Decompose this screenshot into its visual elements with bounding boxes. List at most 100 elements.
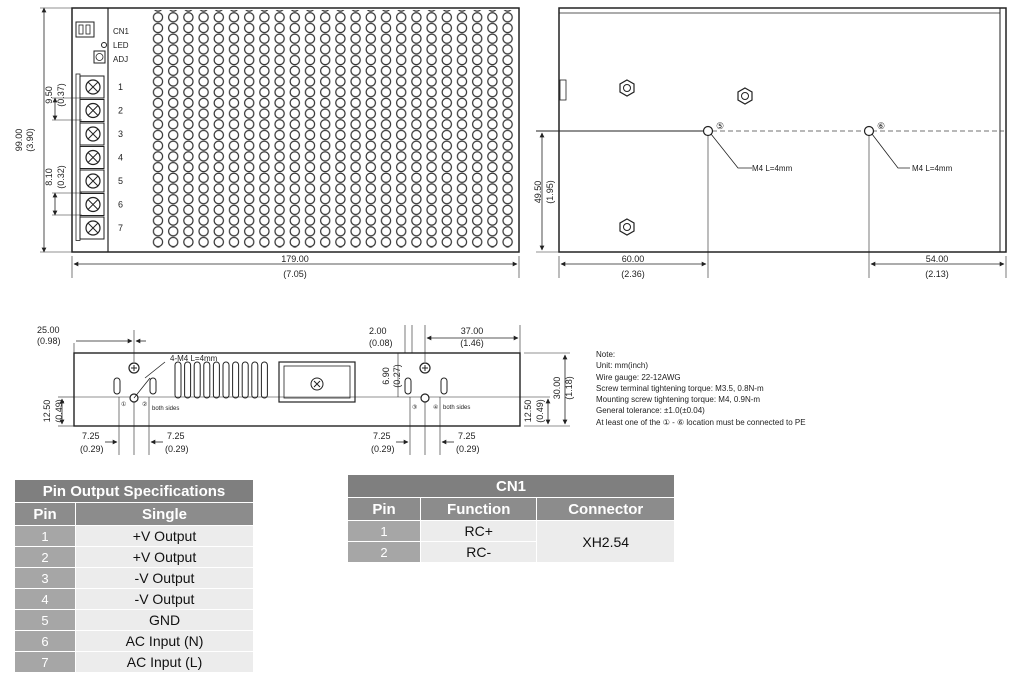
- housing-outline: [71, 7, 520, 253]
- led-label: LED: [113, 41, 129, 50]
- cn1-label: CN1: [113, 27, 130, 36]
- dim-725-c: 7.25: [373, 431, 391, 441]
- screw-cross: [87, 152, 99, 163]
- adj-label: ADJ: [113, 55, 128, 64]
- vent-slot: [212, 361, 220, 399]
- dim-1250-right-inch: (0.49): [535, 399, 545, 423]
- side-vent-slots: [113, 361, 448, 399]
- pin-number: 1: [14, 525, 76, 547]
- marker-2: ②: [142, 401, 147, 408]
- dim-725-d-inch: (0.29): [456, 444, 480, 454]
- cn1-table-title: CN1: [347, 474, 675, 498]
- pin-function: AC Input (N): [75, 630, 254, 652]
- notes: Note: Unit: mm(inch) Wire gauge: 22-12AW…: [596, 349, 806, 428]
- vent-slot: [222, 361, 230, 399]
- pin-function: +V Output: [75, 525, 254, 547]
- dim-width-179-inch: (7.05): [283, 269, 307, 279]
- screw-cross: [87, 175, 99, 187]
- pin-function: +V Output: [75, 546, 254, 568]
- pin-function: -V Output: [75, 567, 254, 589]
- cn1-function: RC+: [419, 520, 538, 542]
- dim-width-179: 179.00: [281, 254, 309, 264]
- pin-table-header-pin: Pin: [14, 502, 76, 526]
- vent-slot: [113, 377, 121, 395]
- cn1-pin: 2: [347, 541, 421, 563]
- vent-slot: [193, 361, 201, 399]
- dim-pitch-810-inch: (0.32): [56, 165, 66, 189]
- both-sides-left: both sides: [152, 406, 179, 412]
- dim-30-inch: (1.18): [564, 376, 574, 400]
- table-row: 1+V Output: [14, 525, 254, 547]
- both-sides-right: both sides: [443, 405, 470, 411]
- pin-number: 7: [14, 651, 76, 673]
- note-line: Unit: mm(inch): [596, 361, 649, 371]
- screw-cross: [87, 81, 99, 93]
- mount-hole-6: [863, 125, 875, 137]
- dim-725-c-inch: (0.29): [371, 444, 395, 454]
- hole-spec-right: M4 L=4mm: [912, 164, 953, 173]
- mount-hole-left-upper: [128, 362, 140, 374]
- dim-54-inch: (2.13): [925, 269, 949, 279]
- pin-table-title: Pin Output Specifications: [14, 479, 254, 503]
- vent-slot: [203, 361, 211, 399]
- dim-725-b: 7.25: [167, 431, 185, 441]
- note-line: Mounting screw tightening torque: M4, 0.…: [596, 395, 761, 405]
- terminal-rail: [75, 73, 81, 241]
- pin-output-table: Pin Output Specifications Pin Single 1+V…: [14, 479, 254, 673]
- pin-function: -V Output: [75, 588, 254, 610]
- terminal-pin-label: 7: [118, 223, 123, 233]
- terminal-screw: [85, 173, 101, 189]
- cn1-header-function: Function: [419, 497, 538, 521]
- vent-holes: [150, 10, 516, 248]
- cn1-connector: XH2.54: [536, 520, 675, 563]
- rear-view: ⑤ ⑥ M4 L=4mm M4 L=4mm 49.50 (1.95) 60.00…: [533, 7, 1007, 279]
- dim-pitch-810: 8.10: [44, 168, 54, 186]
- nut-1: [619, 79, 635, 97]
- dim-60: 60.00: [622, 254, 645, 264]
- dim-4950: 49.50: [533, 181, 543, 204]
- side-view: 4-M4 L=4mm ① ② both sides ③ ④ both sides…: [37, 325, 574, 455]
- pin-table-header-single: Single: [75, 502, 254, 526]
- marker-5: ⑤: [716, 121, 724, 131]
- dim-725-a-inch: (0.29): [80, 444, 104, 454]
- terminal-screw: [85, 126, 101, 142]
- vent-slot: [440, 377, 448, 395]
- dim-725-a: 7.25: [82, 431, 100, 441]
- screw-cross: [87, 105, 99, 116]
- terminal-screw: [85, 102, 101, 119]
- dim-690: 6.90: [381, 367, 391, 385]
- terminal-pin-label: 4: [118, 153, 123, 163]
- dim-pitch-950-inch: (0.37): [56, 83, 66, 107]
- marker-4: ④: [433, 404, 438, 411]
- dim-725-d: 7.25: [458, 431, 476, 441]
- screw-cross: [87, 199, 99, 210]
- terminal-screw: [85, 220, 101, 236]
- vent-slot: [404, 377, 412, 395]
- mount-hole-5: [702, 125, 714, 137]
- dim-25: 25.00: [37, 325, 60, 335]
- screw-cross: [87, 222, 99, 234]
- terminal-pin-label: 3: [118, 129, 123, 139]
- cn1-table: CN1 Pin Function Connector 1 RC+ XH2.54 …: [347, 474, 675, 563]
- fan-window: [278, 361, 356, 403]
- vent-slot: [232, 361, 240, 399]
- terminal-pin-label: 2: [118, 106, 123, 116]
- dim-height-99-inch: (3.90): [25, 128, 35, 152]
- note-line: Note:: [596, 350, 616, 359]
- pin-number: 3: [14, 567, 76, 589]
- note-line: At least one of the ① - ⑥ location must …: [596, 417, 806, 427]
- pin-number: 6: [14, 630, 76, 652]
- cn1-function: RC-: [419, 541, 538, 563]
- marker-3: ③: [412, 404, 417, 411]
- dim-height-99: 99.00: [14, 129, 24, 152]
- rear-housing-outline: [558, 7, 1007, 253]
- dim-37: 37.00: [461, 326, 484, 336]
- vent-slot: [174, 361, 182, 399]
- terminal-pin-label: 1: [118, 82, 123, 92]
- terminal-screw: [85, 79, 101, 95]
- cn1-header-pin: Pin: [347, 497, 421, 521]
- led-indicator: [101, 42, 107, 48]
